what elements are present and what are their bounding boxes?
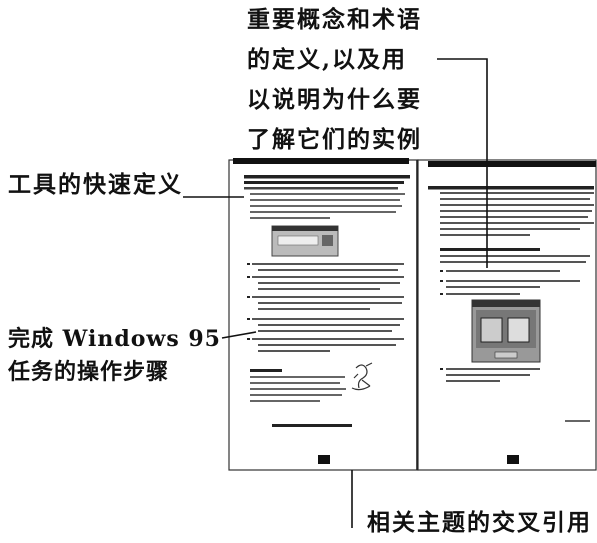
dialog-title-bar — [472, 300, 540, 307]
text-line — [258, 282, 400, 284]
doodle-illustration — [351, 362, 373, 391]
cross-reference-callout: 相关主题的交叉引用 — [367, 509, 592, 536]
definitions-callout: 重要概念和术语 的定义,以及用 以说明为什么要 了解它们的实例 — [247, 0, 422, 160]
text-line — [247, 318, 250, 320]
text-line — [250, 369, 282, 372]
text-line — [446, 286, 540, 288]
text-line — [440, 293, 443, 295]
text-line — [440, 368, 443, 370]
text-line — [440, 228, 580, 230]
text-line — [440, 280, 443, 282]
steps-callout-line: 任务的操作步骤 — [8, 359, 170, 385]
text-line — [258, 330, 392, 332]
text-line — [440, 234, 530, 236]
text-line — [252, 296, 404, 298]
text-line — [258, 324, 400, 326]
text-line — [440, 222, 594, 224]
text-line — [440, 204, 594, 206]
quick-definition-callout: 工具的快速定义 — [8, 171, 183, 198]
right-page-header-bar — [428, 161, 596, 167]
text-line — [440, 210, 592, 212]
text-line — [440, 192, 594, 194]
text-line — [446, 380, 500, 382]
text-line — [440, 255, 590, 257]
text-line — [252, 276, 404, 278]
screenshot-title-bar — [272, 226, 338, 231]
text-line — [446, 280, 580, 282]
dialog-icon-right — [507, 317, 530, 343]
text-line — [440, 198, 590, 200]
text-line — [446, 374, 530, 376]
text-line — [258, 344, 396, 346]
text-line — [446, 293, 520, 295]
definitions-leader-line — [437, 58, 488, 268]
left-page-screenshot — [271, 225, 339, 257]
text-line — [250, 205, 402, 207]
text-line — [446, 368, 540, 370]
text-line — [428, 186, 594, 190]
right-page-text — [428, 186, 594, 422]
definitions-callout-line: 以说明为什么要 — [247, 86, 422, 113]
steps-leader-line — [221, 331, 257, 339]
steps-callout-line: 完成 Windows 95 — [8, 326, 221, 352]
text-line — [250, 193, 405, 195]
book-spread — [228, 158, 597, 471]
text-line — [244, 175, 410, 179]
left-page-number — [318, 455, 330, 464]
text-line — [440, 270, 443, 272]
steps-callout: 完成 Windows 95 任务的操作步骤 — [8, 323, 221, 389]
dialog-button — [494, 351, 518, 359]
definitions-callout-line: 的定义,以及用 — [247, 46, 408, 73]
text-line — [272, 424, 352, 427]
text-line — [258, 302, 402, 304]
text-line — [252, 318, 404, 320]
text-line — [440, 216, 588, 218]
right-page-dialog — [471, 299, 541, 363]
text-line — [440, 248, 540, 251]
text-line — [250, 199, 400, 201]
text-line — [252, 263, 404, 265]
text-line — [250, 217, 330, 219]
text-line — [258, 288, 380, 290]
text-line — [252, 338, 404, 340]
text-line — [250, 376, 345, 378]
text-line — [247, 296, 250, 298]
text-line — [247, 263, 250, 265]
text-line — [565, 420, 590, 422]
left-page-header-bar — [233, 158, 409, 164]
text-line — [250, 211, 396, 213]
text-line — [247, 338, 250, 340]
text-line — [244, 181, 404, 184]
text-line — [250, 388, 346, 390]
left-page-text — [244, 175, 410, 427]
text-line — [446, 270, 560, 272]
text-line — [258, 350, 330, 352]
text-line — [258, 269, 398, 271]
callout-lines — [183, 58, 488, 528]
text-line — [258, 308, 370, 310]
text-line — [247, 276, 250, 278]
definitions-callout-line: 重要概念和术语 — [247, 6, 422, 33]
definitions-callout-line: 了解它们的实例 — [247, 126, 422, 153]
dialog-icon-left — [480, 317, 503, 343]
screenshot-icon — [322, 235, 333, 246]
right-page-number — [507, 455, 519, 464]
screenshot-field — [277, 235, 319, 246]
text-line — [250, 394, 342, 396]
text-line — [250, 382, 340, 384]
text-line — [244, 187, 398, 190]
text-line — [440, 261, 586, 263]
text-line — [250, 400, 320, 402]
